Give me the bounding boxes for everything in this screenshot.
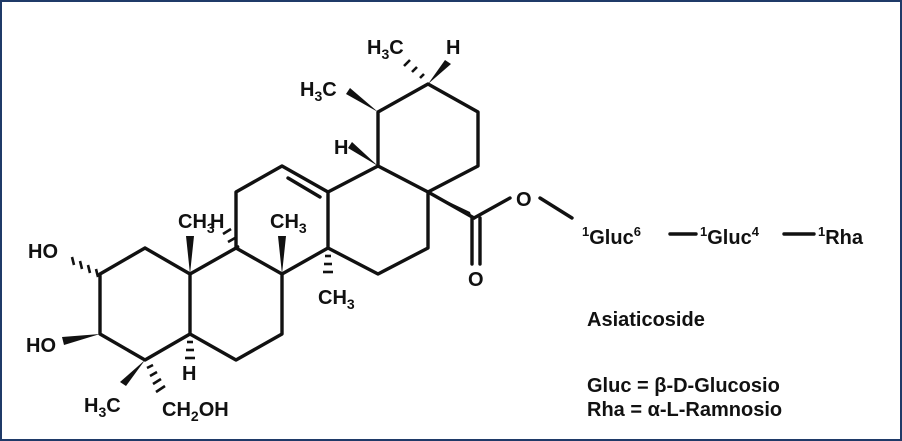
h-top-label: H <box>334 137 348 159</box>
rha-label: 1Rha <box>818 224 864 249</box>
ch3-c-label: CH3 <box>318 287 355 312</box>
double-bond <box>286 176 322 199</box>
h3c-top-a-hash <box>403 59 425 79</box>
carbonyl-o-label: O <box>468 269 484 291</box>
ring-c <box>234 164 330 276</box>
ho-bottom-label: HO <box>26 335 56 357</box>
ester-o-bond <box>472 196 512 220</box>
ho-bottom-wedge <box>62 334 100 345</box>
ring-a <box>98 246 192 362</box>
h-b-hash <box>222 227 240 252</box>
h3c-bottom-label: H3C <box>84 395 121 420</box>
h3c-bottom-wedge <box>120 360 145 386</box>
h-top-wedge <box>348 142 378 166</box>
h3c-top-b-wedge <box>346 88 378 112</box>
gluc-2-label: 1Gluc4 <box>700 224 760 249</box>
ester-o-label: O <box>516 189 532 211</box>
h3c-top-a-label: H3C <box>367 37 404 62</box>
ch2oh-label: CH2OH <box>162 399 229 424</box>
ch3-a-label: CH3 <box>178 211 215 236</box>
ring-d <box>326 164 430 276</box>
ring-b <box>188 246 284 362</box>
ester-wedge <box>428 192 472 218</box>
ch3-b-wedge <box>278 236 286 274</box>
h-e-label: H <box>446 37 460 59</box>
gluc-1-label: 1Gluc6 <box>582 224 641 249</box>
ch3-a-wedge <box>186 236 194 274</box>
h-b-label: H <box>210 211 224 233</box>
ch3-c-hash <box>323 254 333 274</box>
ho-top-hash <box>70 256 100 278</box>
h-e-wedge <box>428 60 451 84</box>
h3c-top-b-label: H3C <box>300 79 337 104</box>
ch2oh-hash <box>146 363 166 394</box>
legend-gluc: Gluc = β-D-Glucosio <box>587 375 780 397</box>
ch3-b-label: CH3 <box>270 211 307 236</box>
ring-e <box>376 82 480 194</box>
h-a-hash <box>185 340 195 360</box>
h-a-label: H <box>182 363 196 385</box>
ester-link <box>538 196 574 220</box>
compound-name: Asiaticoside <box>587 309 705 331</box>
ho-top-label: HO <box>28 241 58 263</box>
legend-rha: Rha = α-L-Ramnosio <box>587 399 782 421</box>
